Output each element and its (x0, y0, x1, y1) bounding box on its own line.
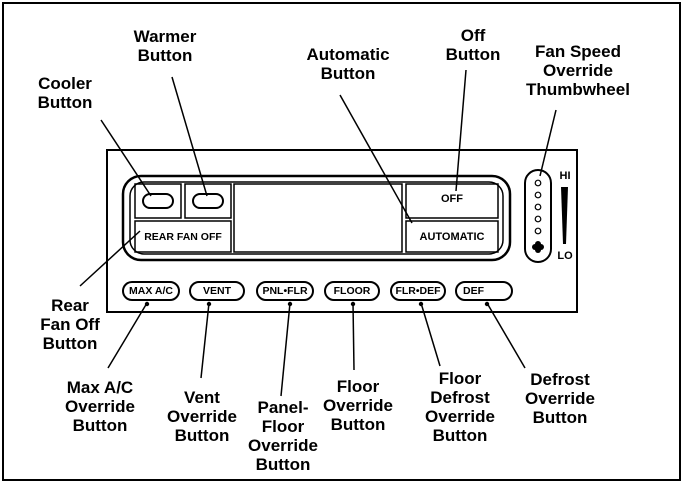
thumbwheel-dot (534, 179, 542, 187)
fan-speed-thumbwheel[interactable] (524, 169, 552, 263)
rear-fan-off-callout: Rear Fan Off Button (40, 296, 100, 353)
lcd-display (233, 183, 403, 253)
leader-off (455, 69, 467, 192)
defrost-button-label: DEF (463, 285, 484, 297)
warmer-button[interactable] (184, 183, 232, 219)
panel-floor-button-label: PNL•FLR (262, 285, 308, 297)
fan-speed-callout: Fan Speed Override Thumbwheel (526, 42, 630, 99)
leader-rear-fan-off (79, 230, 141, 287)
cooler-button-callout: Cooler Button (37, 74, 93, 112)
leader-floor-defrost (420, 302, 441, 367)
thumbwheel-dot (534, 215, 542, 223)
floor-defrost-button-label: FLR•DEF (395, 285, 441, 297)
floor-button-label: FLOOR (333, 285, 371, 297)
fan-hi-label: HI (559, 170, 571, 182)
max-ac-callout: Max A/C Override Button (65, 378, 135, 435)
floor-defrost-button[interactable]: FLR•DEF (390, 281, 446, 301)
floor-callout: Floor Override Button (323, 377, 393, 434)
thumbwheel-dot (534, 191, 542, 199)
automatic-button-callout: Automatic Button (306, 45, 390, 83)
leader-thumbwheel (539, 109, 557, 177)
leader-defrost (486, 302, 526, 369)
fan-icon (532, 241, 544, 253)
defrost-button[interactable]: DEF (455, 281, 513, 301)
off-button-label: OFF (441, 193, 463, 205)
leader-warmer (171, 76, 208, 197)
panel-floor-button[interactable]: PNL•FLR (256, 281, 314, 301)
off-button[interactable] (405, 183, 499, 219)
defrost-callout: Defrost Override Button (525, 370, 595, 427)
panel-floor-callout: Panel- Floor Override Button (248, 398, 318, 474)
leader-arrowheads (144, 301, 490, 307)
display-bezel-inner (129, 181, 504, 255)
off-button-callout: Off Button (445, 26, 501, 64)
fan-lo-label: LO (557, 250, 573, 262)
floor-button[interactable]: FLOOR (324, 281, 380, 301)
vent-callout: Vent Override Button (167, 388, 237, 445)
max-ac-button[interactable]: MAX A/C (122, 281, 180, 301)
control-panel (106, 149, 578, 313)
leader-automatic (339, 94, 413, 224)
leader-cooler (100, 119, 152, 197)
leader-panel-floor (280, 302, 291, 397)
max-ac-button-label: MAX A/C (129, 285, 173, 297)
cooler-button-key (142, 193, 174, 209)
warmer-button-key (192, 193, 224, 209)
automatic-button[interactable] (405, 220, 499, 253)
display-bezel (121, 174, 512, 262)
automatic-button-label: AUTOMATIC (419, 231, 485, 243)
leader-floor (352, 302, 355, 371)
fan-speed-wedge-icon (561, 187, 568, 244)
thumbwheel-dot (534, 203, 542, 211)
leader-max-ac (107, 302, 148, 369)
thumbwheel-dot (534, 227, 542, 235)
warmer-button-callout: Warmer Button (133, 27, 197, 65)
rear-fan-off-label: REAR FAN OFF (144, 231, 222, 243)
vent-button-label: VENT (202, 285, 231, 297)
leader-vent (200, 302, 210, 379)
floor-defrost-callout: Floor Defrost Override Button (425, 369, 495, 445)
vent-button[interactable]: VENT (189, 281, 245, 301)
cooler-button[interactable] (134, 183, 182, 219)
leader-lines (79, 69, 557, 397)
